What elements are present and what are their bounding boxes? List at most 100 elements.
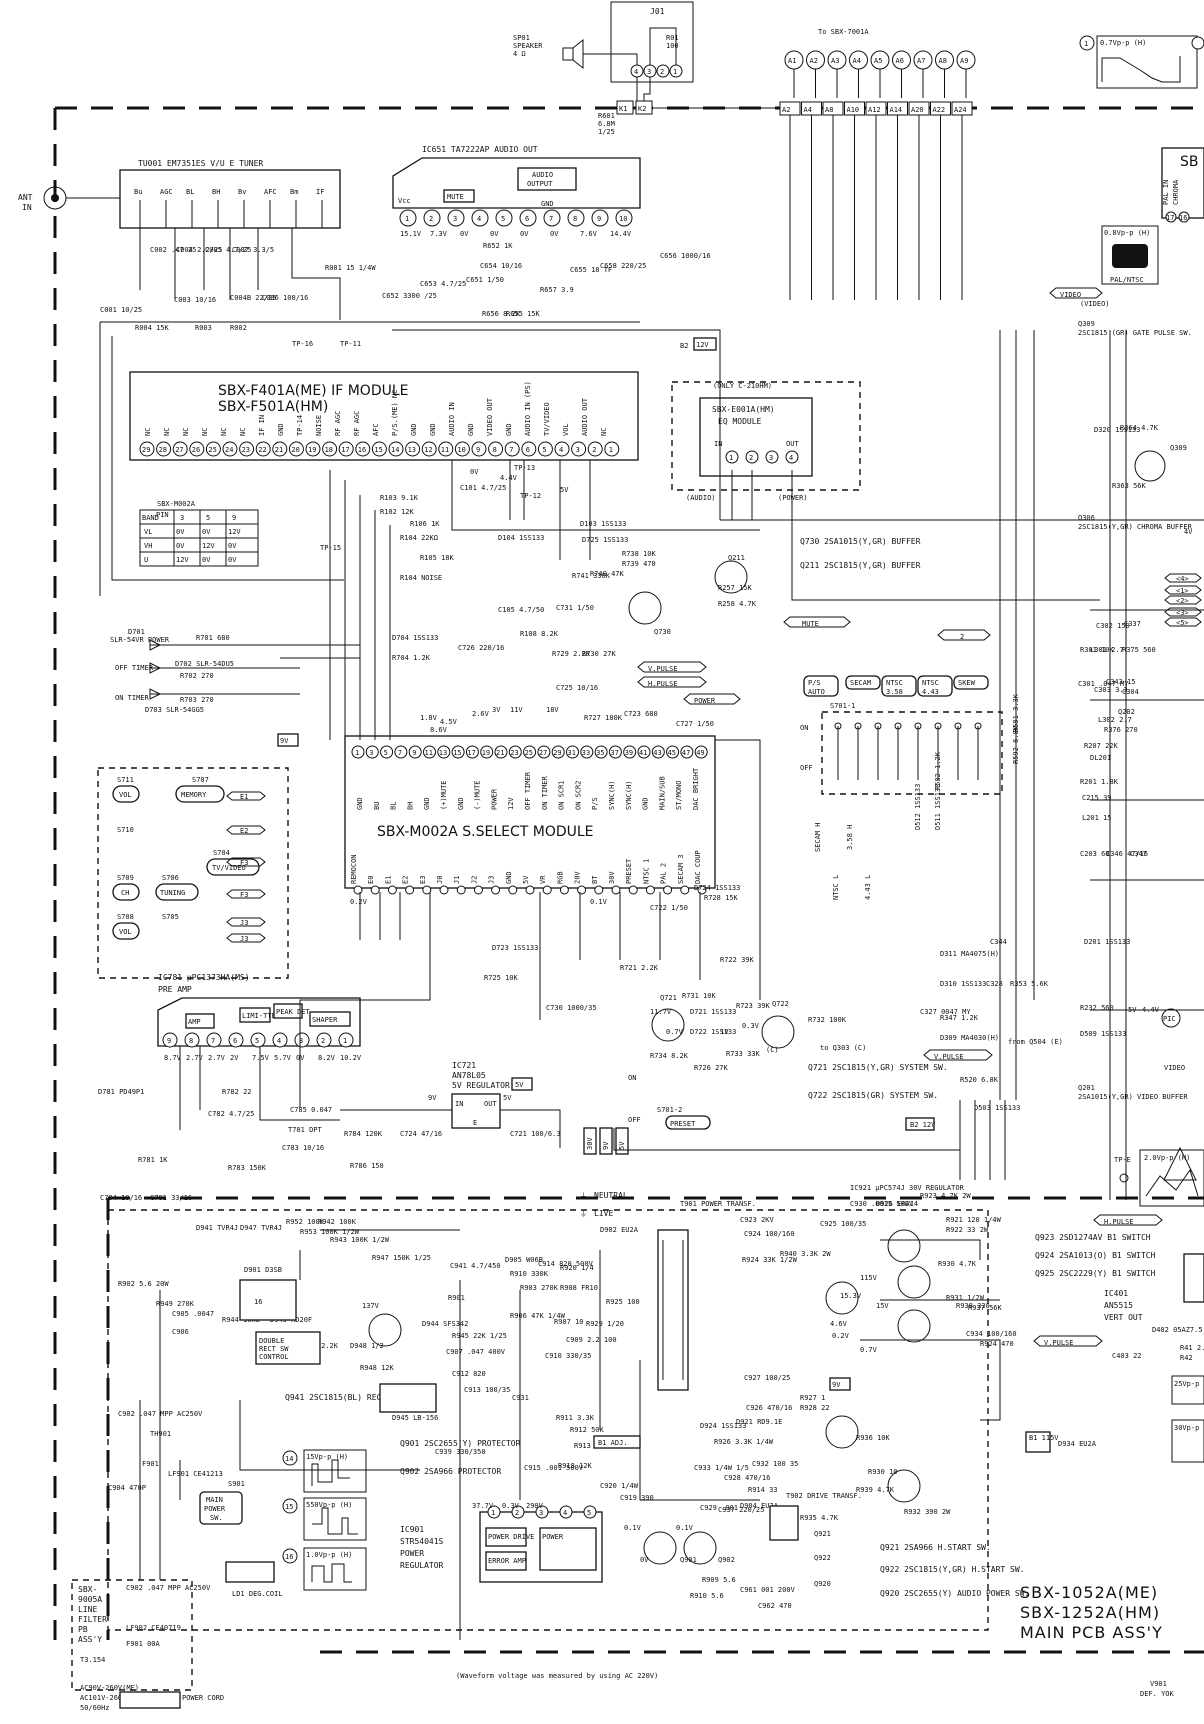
if-pin-number: 24 xyxy=(225,446,233,454)
vol-down-button[interactable] xyxy=(112,922,140,940)
svg-text:T901 POWER TRANSF.: T901 POWER TRANSF. xyxy=(680,1200,756,1208)
audio-out-title: IC651 TA7222AP AUDIO OUT xyxy=(422,145,538,154)
svg-text:TP-E: TP-E xyxy=(1114,1156,1131,1164)
power-part-label: R939 4.7K xyxy=(856,1486,895,1494)
if-pin-number: 3 xyxy=(576,446,580,454)
svg-text:MUTE: MUTE xyxy=(802,620,819,628)
tuner-part-label: C006 100/16 xyxy=(262,294,308,302)
svg-text:TV/VIDEO: TV/VIDEO xyxy=(212,864,246,872)
line-filter-part-label: LF902 CE40719 xyxy=(126,1624,181,1632)
ic401-part-label: R41 2.2 xyxy=(1180,1344,1204,1352)
ic901-block-label: POWER xyxy=(542,1533,564,1541)
tuner-title: TU001 EM7351ES V/U E TUNER xyxy=(138,159,263,168)
preset-button[interactable] xyxy=(665,1115,711,1130)
preamp-block-label: SHAPER xyxy=(312,1016,338,1024)
tuner-pin-label: AFC xyxy=(264,188,277,196)
right-part-label: D509 1SS133 xyxy=(1080,1030,1126,1038)
if-pin xyxy=(172,441,188,457)
select-bottom-pin xyxy=(611,885,621,895)
power-part-label: R907 10 xyxy=(554,1318,584,1326)
ic651-pin-number: 1 xyxy=(405,215,409,223)
power-voltage: 4.6V xyxy=(830,1320,848,1328)
tuner-box xyxy=(119,169,341,229)
tuning-button[interactable] xyxy=(155,883,199,901)
band-table-cell: 0V xyxy=(202,556,211,564)
power-part-label: D905 W06B xyxy=(505,1256,543,1264)
line-filter-part-label: AC90V-260V(ME) xyxy=(80,1684,139,1692)
q721-transistor-icon xyxy=(651,1008,685,1042)
main-power-switch[interactable] xyxy=(199,1491,243,1525)
select-top-pin xyxy=(580,745,594,759)
svg-text:SW.: SW. xyxy=(210,1514,223,1522)
tuner-part-label: C001 10/25 xyxy=(100,306,142,314)
select-part-label: 4.5V xyxy=(440,718,458,726)
q211-label: Q211 2SC1815(Y,GR) BUFFER xyxy=(800,561,921,570)
ic721-box xyxy=(451,1093,501,1129)
vol-up-button[interactable] xyxy=(112,785,140,803)
select-bottom-label: J0 xyxy=(436,876,444,884)
tuner-part-label: R003 xyxy=(195,324,212,332)
right-column-label: 2SC1815 (GR) GATE PULSE SW. xyxy=(1078,329,1192,337)
power-part-label: R920 1/4 xyxy=(560,1264,594,1272)
hpulse-tag-1: H.PULSE xyxy=(637,676,707,688)
ch-button[interactable] xyxy=(112,883,140,901)
power-part-label: R940 3.3K 2W xyxy=(780,1250,831,1258)
line-filter-part-label: F901 00A xyxy=(126,1640,161,1648)
power-part-label: R914 33 xyxy=(748,1486,778,1494)
system-mode-button[interactable] xyxy=(881,675,917,697)
system-mode-button[interactable] xyxy=(953,675,989,690)
power-part-label: R935 4.7K xyxy=(800,1514,839,1522)
q923-transistor-icon xyxy=(887,1229,921,1263)
system-mode-button[interactable] xyxy=(917,675,953,697)
right-column-label: Q309 xyxy=(1170,444,1187,452)
ic651-pin xyxy=(423,209,441,227)
if-part-label: TP-12 xyxy=(520,492,541,500)
preamp-part-label: D781 PD49P1 xyxy=(98,1088,144,1096)
svg-text:GND: GND xyxy=(541,200,554,208)
mid-right-part-label: from Q504 (E) xyxy=(1008,1038,1063,1046)
a-bus-label: A12 xyxy=(868,106,881,114)
preamp-pin xyxy=(338,1032,354,1048)
system-mode-button[interactable] xyxy=(845,675,881,690)
svg-text:V901: V901 xyxy=(1150,1680,1167,1688)
ic651-part-label: C658 220/25 xyxy=(600,262,646,270)
power-voltage: 15.3V xyxy=(840,1292,862,1300)
svg-text:ON: ON xyxy=(800,724,808,732)
svg-text:S707: S707 xyxy=(192,776,209,784)
svg-text:B2 12V: B2 12V xyxy=(910,1121,936,1129)
if-pin xyxy=(222,441,238,457)
a-pin-label: A8 xyxy=(939,57,947,65)
q902-transistor-icon xyxy=(643,1531,677,1565)
tuner-pin-label: BL xyxy=(186,188,194,196)
system-mode-button[interactable] xyxy=(803,675,839,697)
tv-video-button[interactable] xyxy=(206,858,260,876)
select-bottom-pin xyxy=(594,885,604,895)
select-top-label: GND xyxy=(642,797,650,810)
band-table-cell: VL xyxy=(144,528,152,536)
tuner-part-label: C004 2.2/25 xyxy=(176,246,222,254)
if-pin-number: 19 xyxy=(308,446,316,454)
preamp-part-label: C785 0.047 xyxy=(290,1106,332,1114)
if-pin xyxy=(587,441,603,457)
ic651-part-label: C652 3300 /25 xyxy=(382,292,437,300)
ic901-pin-number: 1 xyxy=(491,1509,495,1517)
memory-button[interactable] xyxy=(175,785,225,803)
svg-text:1: 1 xyxy=(673,68,677,76)
if-pin-number: 13 xyxy=(408,446,416,454)
select-top-pin xyxy=(551,745,565,759)
if-pin xyxy=(488,441,504,457)
right-part-label: C302 150 xyxy=(1096,622,1130,630)
if-pin-number: 22 xyxy=(258,446,266,454)
ic651-pin-number: 10 xyxy=(619,215,627,223)
ic651-part-label: R652 1K xyxy=(483,242,513,250)
right-signal-tag: <2> xyxy=(1176,597,1189,605)
power-part-label: R945 22K 1/25 xyxy=(452,1332,507,1340)
select-bottom-label: RGB xyxy=(556,871,564,884)
a-bus-label: A24 xyxy=(954,106,967,114)
select-part-label: C723 680 xyxy=(624,710,658,718)
if-pin-number: 5 xyxy=(542,446,546,454)
q721-part-label: R733 33K xyxy=(726,1050,761,1058)
if-pin-label: NC xyxy=(220,428,228,436)
select-part-label: 8.6V xyxy=(430,726,448,734)
